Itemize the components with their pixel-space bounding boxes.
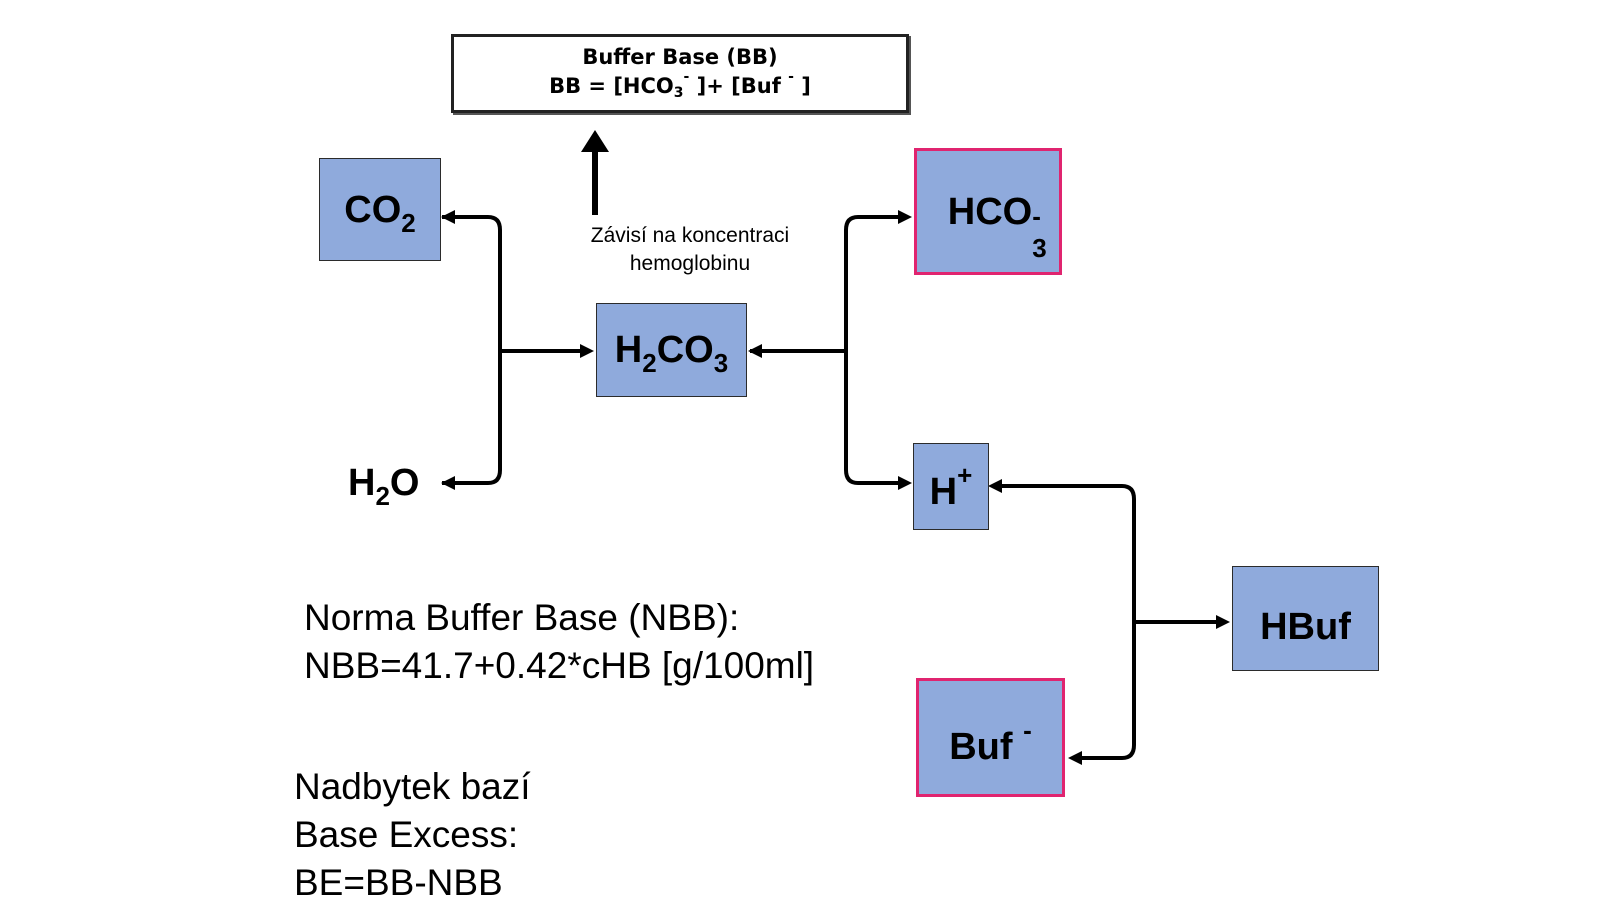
bb-formula-mid: ]+ [Buf [689, 74, 789, 98]
buffer-base-box: Buffer Base (BB) BB = [HCO3- ]+ [Buf - ] [451, 34, 909, 113]
buf-label: Buf [949, 725, 1024, 768]
h2co3-sub2: 3 [713, 348, 729, 378]
h2o-sub: 2 [375, 481, 390, 511]
node-co2: CO2 [319, 158, 441, 261]
be-line-3: BE=BB-NBB [294, 862, 503, 903]
bracket-right [844, 215, 907, 485]
co2-label: CO [344, 188, 402, 231]
nbb-line-2: NBB=41.7+0.42*cHB [g/100ml] [304, 645, 815, 686]
bb-formula-end: ] [793, 74, 811, 98]
h2o-h: H [348, 462, 376, 504]
base-excess-text: Nadbytek bazí Base Excess: BE=BB-NBB [294, 763, 531, 907]
be-line-2: Base Excess: [294, 814, 519, 855]
node-hco3: HCO-3 [914, 148, 1062, 275]
bb-formula-prefix: BB = [HCO [549, 74, 674, 98]
h2o-o: O [389, 462, 420, 504]
note-line-2: hemoglobinu [629, 252, 751, 275]
hemoglobin-note: Závisí na koncentraci hemoglobinu [560, 222, 820, 278]
node-hbuf: HBuf [1232, 566, 1379, 671]
bb-formula-sup2: - [788, 69, 794, 85]
bb-formula-sup1: - [683, 69, 690, 85]
bb-formula-sub: 3 [673, 85, 684, 101]
node-h2co3: H2CO3 [596, 303, 747, 397]
buf-sup: - [1023, 714, 1032, 745]
h2co3-h: H [614, 329, 643, 371]
note-line-1: Závisí na koncentraci [590, 224, 790, 247]
hplus-label: H [929, 470, 958, 513]
hbuf-label: HBuf [1260, 605, 1351, 648]
nbb-line-1: Norma Buffer Base (NBB): [304, 597, 740, 638]
node-h2o: H2O [348, 462, 420, 509]
bracket-left [442, 215, 502, 485]
hplus-sup: + [957, 459, 973, 490]
nbb-text: Norma Buffer Base (NBB): NBB=41.7+0.42*c… [304, 594, 814, 690]
h2co3-co: CO [656, 329, 714, 371]
be-line-1: Nadbytek bazí [294, 766, 531, 807]
node-buf-minus: Buf - [916, 678, 1065, 797]
co2-sub: 2 [401, 207, 416, 238]
buffer-base-title: Buffer Base (BB) [582, 45, 778, 69]
buffer-base-formula: BB = [HCO3- ]+ [Buf - ] [454, 70, 906, 101]
h2co3-sub1: 2 [642, 348, 657, 378]
node-h-plus: H+ [913, 443, 989, 530]
hco3-label: HCO [947, 190, 1033, 233]
